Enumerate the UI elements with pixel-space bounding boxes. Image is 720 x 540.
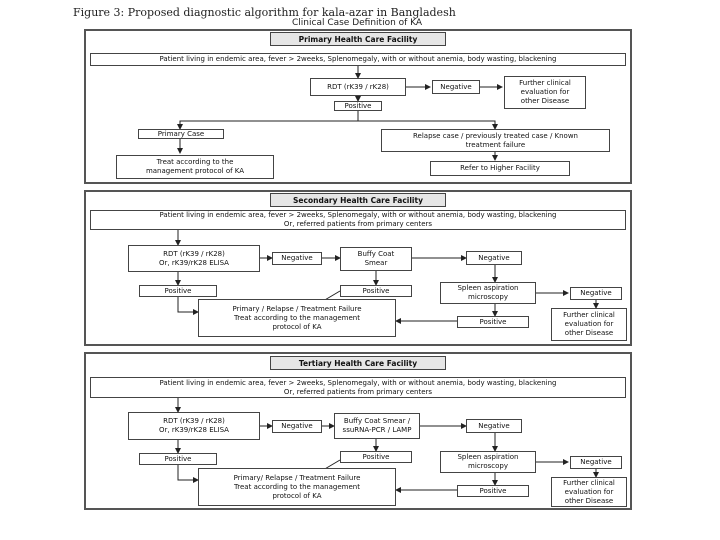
secondary-spleen-aspiration: Spleen aspiration microscopy: [440, 282, 536, 304]
secondary-positive-1: Positive: [139, 285, 217, 297]
secondary-negative-2: Negative: [466, 251, 522, 265]
secondary-negative-3: Negative: [570, 287, 622, 300]
secondary-negative-1: Negative: [272, 252, 322, 265]
primary-rdt: RDT (rK39 / rK28): [310, 78, 406, 96]
secondary-further-evaluation: Further clinical evaluation for other Di…: [551, 308, 627, 341]
tertiary-treat: Primary/ Relapse / Treatment Failure Tre…: [198, 468, 396, 506]
secondary-patient-criteria: Patient living in endemic area, fever > …: [90, 210, 626, 230]
tertiary-negative-2: Negative: [466, 419, 522, 433]
tertiary-positive-2: Positive: [340, 451, 412, 463]
tertiary-spleen-aspiration: Spleen aspiration microscopy: [440, 451, 536, 473]
secondary-positive-3: Positive: [457, 316, 529, 328]
secondary-header: Secondary Health Care Facility: [270, 193, 446, 207]
primary-further-evaluation: Further clinical evaluation for other Di…: [504, 76, 586, 109]
secondary-rdt: RDT (rK39 / rK28) Or, rK39/rK28 ELISA: [128, 245, 260, 272]
tertiary-patient-criteria: Patient living in endemic area, fever > …: [90, 377, 626, 398]
figure-title: Figure 3: Proposed diagnostic algorithm …: [73, 6, 456, 19]
primary-positive: Positive: [334, 101, 382, 111]
secondary-positive-2: Positive: [340, 285, 412, 297]
primary-case: Primary Case: [138, 129, 224, 139]
tertiary-negative-1: Negative: [272, 420, 322, 433]
arrow: [177, 465, 199, 483]
primary-relapse-case: Relapse case / previously treated case /…: [381, 129, 610, 152]
arrow: [177, 297, 199, 315]
tertiary-header: Tertiary Health Care Facility: [270, 356, 446, 370]
tertiary-positive-1: Positive: [139, 453, 217, 465]
figure-subtitle: Clinical Case Definition of KA: [292, 18, 423, 28]
primary-header: Primary Health Care Facility: [270, 32, 446, 46]
tertiary-buffy-coat: Buffy Coat Smear / ssuRNA-PCR / LAMP: [334, 413, 420, 439]
primary-negative: Negative: [432, 80, 480, 94]
primary-refer: Refer to Higher Facility: [430, 161, 570, 176]
tertiary-rdt: RDT (rK39 / rK28) Or, rK39/rK28 ELISA: [128, 412, 260, 440]
primary-treat: Treat according to the management protoc…: [116, 155, 274, 179]
tertiary-further-evaluation: Further clinical evaluation for other Di…: [551, 477, 627, 507]
tertiary-negative-3: Negative: [570, 456, 622, 469]
arrow: [177, 111, 359, 130]
tertiary-positive-3: Positive: [457, 485, 529, 497]
primary-patient-criteria: Patient living in endemic area, fever > …: [90, 53, 626, 66]
secondary-buffy-coat: Buffy Coat Smear: [340, 247, 412, 271]
secondary-treat: Primary / Relapse / Treatment Failure Tr…: [198, 299, 396, 337]
arrow: [358, 120, 498, 130]
